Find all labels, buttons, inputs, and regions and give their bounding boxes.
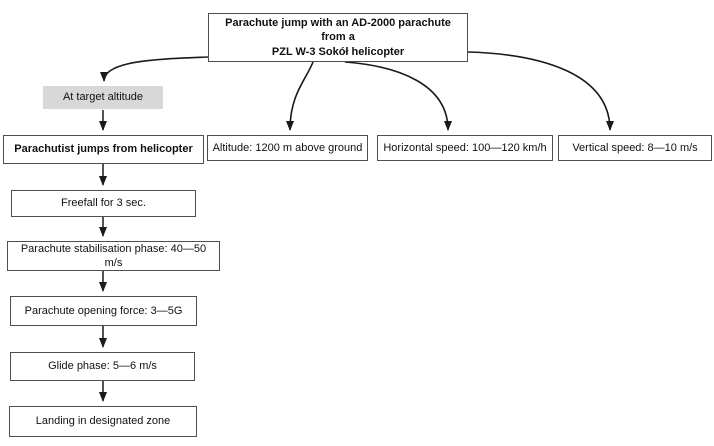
node-glide-phase: Glide phase: 5—6 m/s	[10, 352, 195, 381]
title-line-2: PZL W-3 Sokół helicopter	[271, 45, 405, 58]
node-at-target-altitude: At target altitude	[43, 86, 163, 109]
node-opening-force: Parachute opening force: 3—5G	[10, 296, 197, 326]
node-landing: Landing in designated zone	[9, 406, 197, 437]
node-freefall: Freefall for 3 sec.	[11, 190, 196, 217]
arrow-title-to-target-altitude	[100, 56, 209, 82]
arrow-title-to-vertical-speed	[467, 51, 614, 131]
arrow-title-to-altitude	[286, 61, 314, 131]
title-line-1: Parachute jump with an AD-2000 parachute…	[225, 17, 451, 44]
node-title: Parachute jump with an AD-2000 parachute…	[208, 13, 468, 62]
arrow-title-to-horizontal-speed	[344, 61, 452, 131]
node-horizontal-speed: Horizontal speed: 100—120 km/h	[377, 135, 553, 161]
node-vertical-speed: Vertical speed: 8—10 m/s	[558, 135, 712, 161]
node-altitude: Altitude: 1200 m above ground	[207, 135, 368, 161]
node-stabilisation-phase: Parachute stabilisation phase: 40—50 m/s	[7, 241, 220, 271]
node-parachutist-jumps: Parachutist jumps from helicopter	[3, 135, 204, 164]
